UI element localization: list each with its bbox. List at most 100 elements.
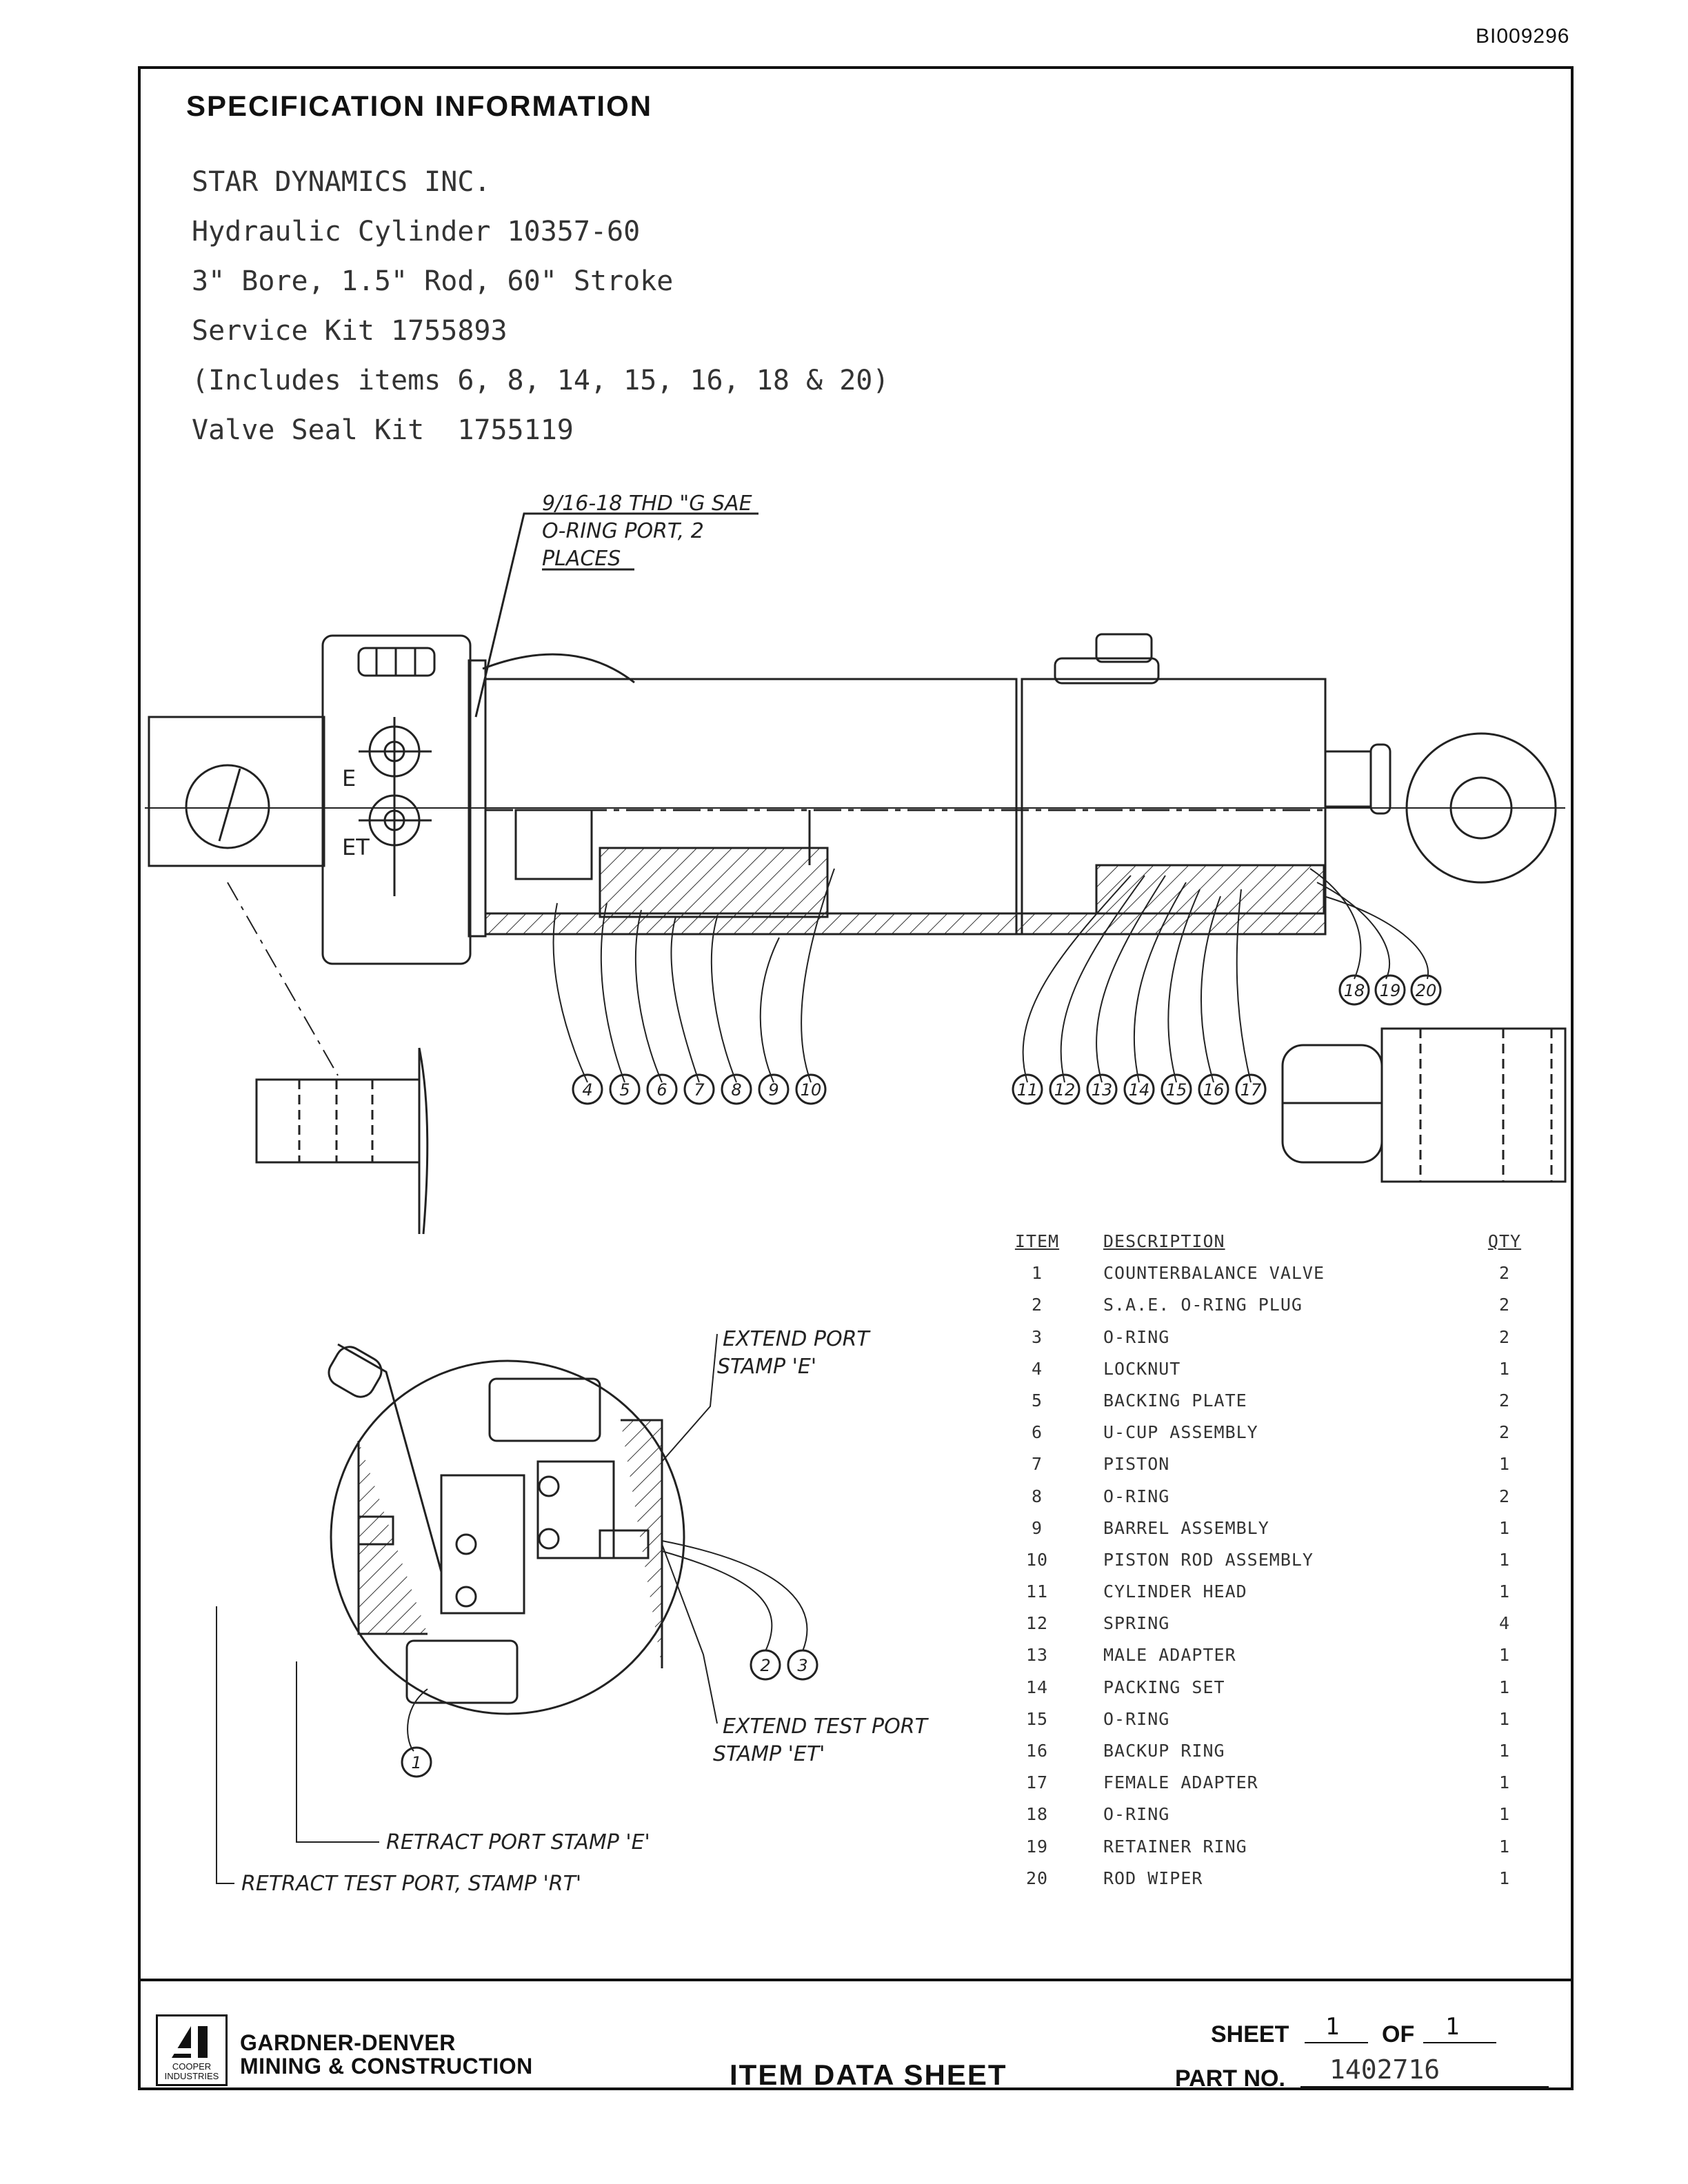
balloon-20	[1410, 974, 1442, 1006]
row-item: 17	[1025, 1772, 1049, 1793]
row-qty: 2	[1498, 1486, 1511, 1506]
part-number: 1402716	[1329, 2054, 1440, 2085]
row-qty: 1	[1498, 1772, 1511, 1793]
sheet-total: 1	[1445, 2013, 1460, 2041]
cylinder-drawing: 9/16-18 THD "G SAE O-RING PORT, 2 PLACES…	[145, 492, 1567, 1896]
header-description: DESCRIPTION	[1103, 1231, 1225, 1251]
row-description: LOCKNUT	[1103, 1358, 1181, 1379]
row-qty: 1	[1498, 1645, 1511, 1666]
leaders-mid	[1022, 875, 1252, 1083]
valve-callouts: EXTEND PORT STAMP 'E' EXTEND TEST PORT S…	[216, 1327, 930, 1896]
balloon-10	[795, 1073, 827, 1105]
row-qty: 1	[1498, 1454, 1511, 1475]
document-id: BI009296	[1476, 25, 1570, 48]
extend-port-note-1: EXTEND PORT	[723, 1327, 871, 1351]
balloons-right: 18 19 20	[1338, 974, 1442, 1006]
svg-text:3: 3	[797, 1656, 807, 1675]
svg-text:14: 14	[1129, 1080, 1150, 1100]
retract-port-note: RETRACT PORT STAMP 'E'	[386, 1830, 650, 1854]
row-description: S.A.E. O-RING PLUG	[1103, 1295, 1303, 1315]
row-item: 6	[1031, 1422, 1043, 1443]
valve-nut-bottom	[405, 1639, 519, 1704]
sheet-label: SHEET	[1211, 2021, 1289, 2048]
svg-text:18: 18	[1344, 981, 1365, 1000]
row-qty: 1	[1498, 1517, 1511, 1538]
rod-eye	[1324, 732, 1557, 884]
port-letter-e: E	[342, 765, 356, 791]
svg-text:2: 2	[760, 1656, 770, 1675]
balloon-16	[1198, 1073, 1229, 1105]
spec-line-manufacturer: STAR DYNAMICS INC.	[192, 166, 491, 198]
row-qty: 1	[1498, 1836, 1511, 1857]
parts-table: ITEM DESCRIPTION QTY 1 COUNTERBALANCE VAL…	[1009, 1231, 1534, 1900]
row-description: RETAINER RING	[1103, 1836, 1247, 1857]
row-description: PACKING SET	[1103, 1677, 1225, 1697]
row-item: 9	[1031, 1517, 1043, 1538]
svg-text:9: 9	[768, 1080, 778, 1100]
of-label: OF	[1382, 2021, 1415, 2048]
row-description: CYLINDER HEAD	[1103, 1581, 1247, 1602]
company-logo: COOPER INDUSTRIES	[156, 2014, 228, 2086]
row-item: 10	[1025, 1549, 1049, 1570]
row-item: 4	[1031, 1358, 1043, 1379]
header-qty: QTY	[1487, 1231, 1522, 1251]
row-qty: 1	[1498, 1549, 1511, 1570]
row-item: 15	[1025, 1708, 1049, 1729]
sheet-border	[138, 66, 1574, 2090]
row-item: 2	[1031, 1295, 1043, 1315]
row-qty: 2	[1498, 1422, 1511, 1443]
row-qty: 1	[1498, 1741, 1511, 1761]
row-description: COUNTERBALANCE VALVE	[1103, 1263, 1325, 1284]
svg-text:7: 7	[694, 1080, 705, 1100]
balloon-13	[1086, 1073, 1118, 1105]
balloon-2	[750, 1649, 781, 1681]
pin-detail	[227, 882, 429, 1235]
rod-eye-hole	[1449, 776, 1513, 840]
clevis-end: E ET	[148, 634, 635, 965]
clevis-pin-hole	[185, 764, 270, 849]
row-description: PISTON	[1103, 1454, 1170, 1475]
cylinder-barrel	[145, 633, 1565, 936]
balloon-18	[1338, 974, 1370, 1006]
extend-test-port-note-1: EXTEND TEST PORT	[723, 1715, 930, 1739]
row-qty: 2	[1498, 1263, 1511, 1284]
valve-section	[328, 1343, 685, 1715]
balloon-5	[609, 1073, 641, 1105]
logo-sub-line-2: INDUSTRIES	[164, 2071, 219, 2081]
balloon-15	[1160, 1073, 1192, 1105]
sheet-number-underline	[1305, 2042, 1368, 2043]
svg-text:20: 20	[1416, 981, 1437, 1000]
port-note-line-2: O-RING PORT, 2	[542, 519, 704, 543]
row-description: O-RING	[1103, 1708, 1170, 1729]
svg-text:17: 17	[1240, 1080, 1262, 1100]
balloon-12	[1049, 1073, 1081, 1105]
balloon-3	[787, 1649, 818, 1681]
svg-text:1: 1	[411, 1753, 421, 1772]
row-description: O-RING	[1103, 1326, 1170, 1347]
row-qty: 2	[1498, 1295, 1511, 1315]
company-name: GARDNER-DENVER MINING & CONSTRUCTION	[240, 2031, 533, 2078]
row-description: O-RING	[1103, 1486, 1170, 1506]
header-item: ITEM	[1014, 1231, 1060, 1251]
row-item: 11	[1025, 1581, 1049, 1602]
sheet-number: 1	[1325, 2013, 1340, 2041]
port-note: 9/16-18 THD "G SAE O-RING PORT, 2 PLACES	[474, 492, 758, 718]
port-note-leader	[474, 512, 758, 718]
spec-line-model: Hydraulic Cylinder 10357-60	[192, 216, 641, 247]
svg-text:19: 19	[1380, 981, 1401, 1000]
row-item: 16	[1025, 1741, 1049, 1761]
balloon-7	[683, 1073, 715, 1105]
spec-line-valve-kit: Valve Seal Kit 1755119	[192, 414, 574, 446]
svg-text:13: 13	[1092, 1080, 1113, 1100]
part-number-label: PART NO.	[1175, 2065, 1285, 2092]
